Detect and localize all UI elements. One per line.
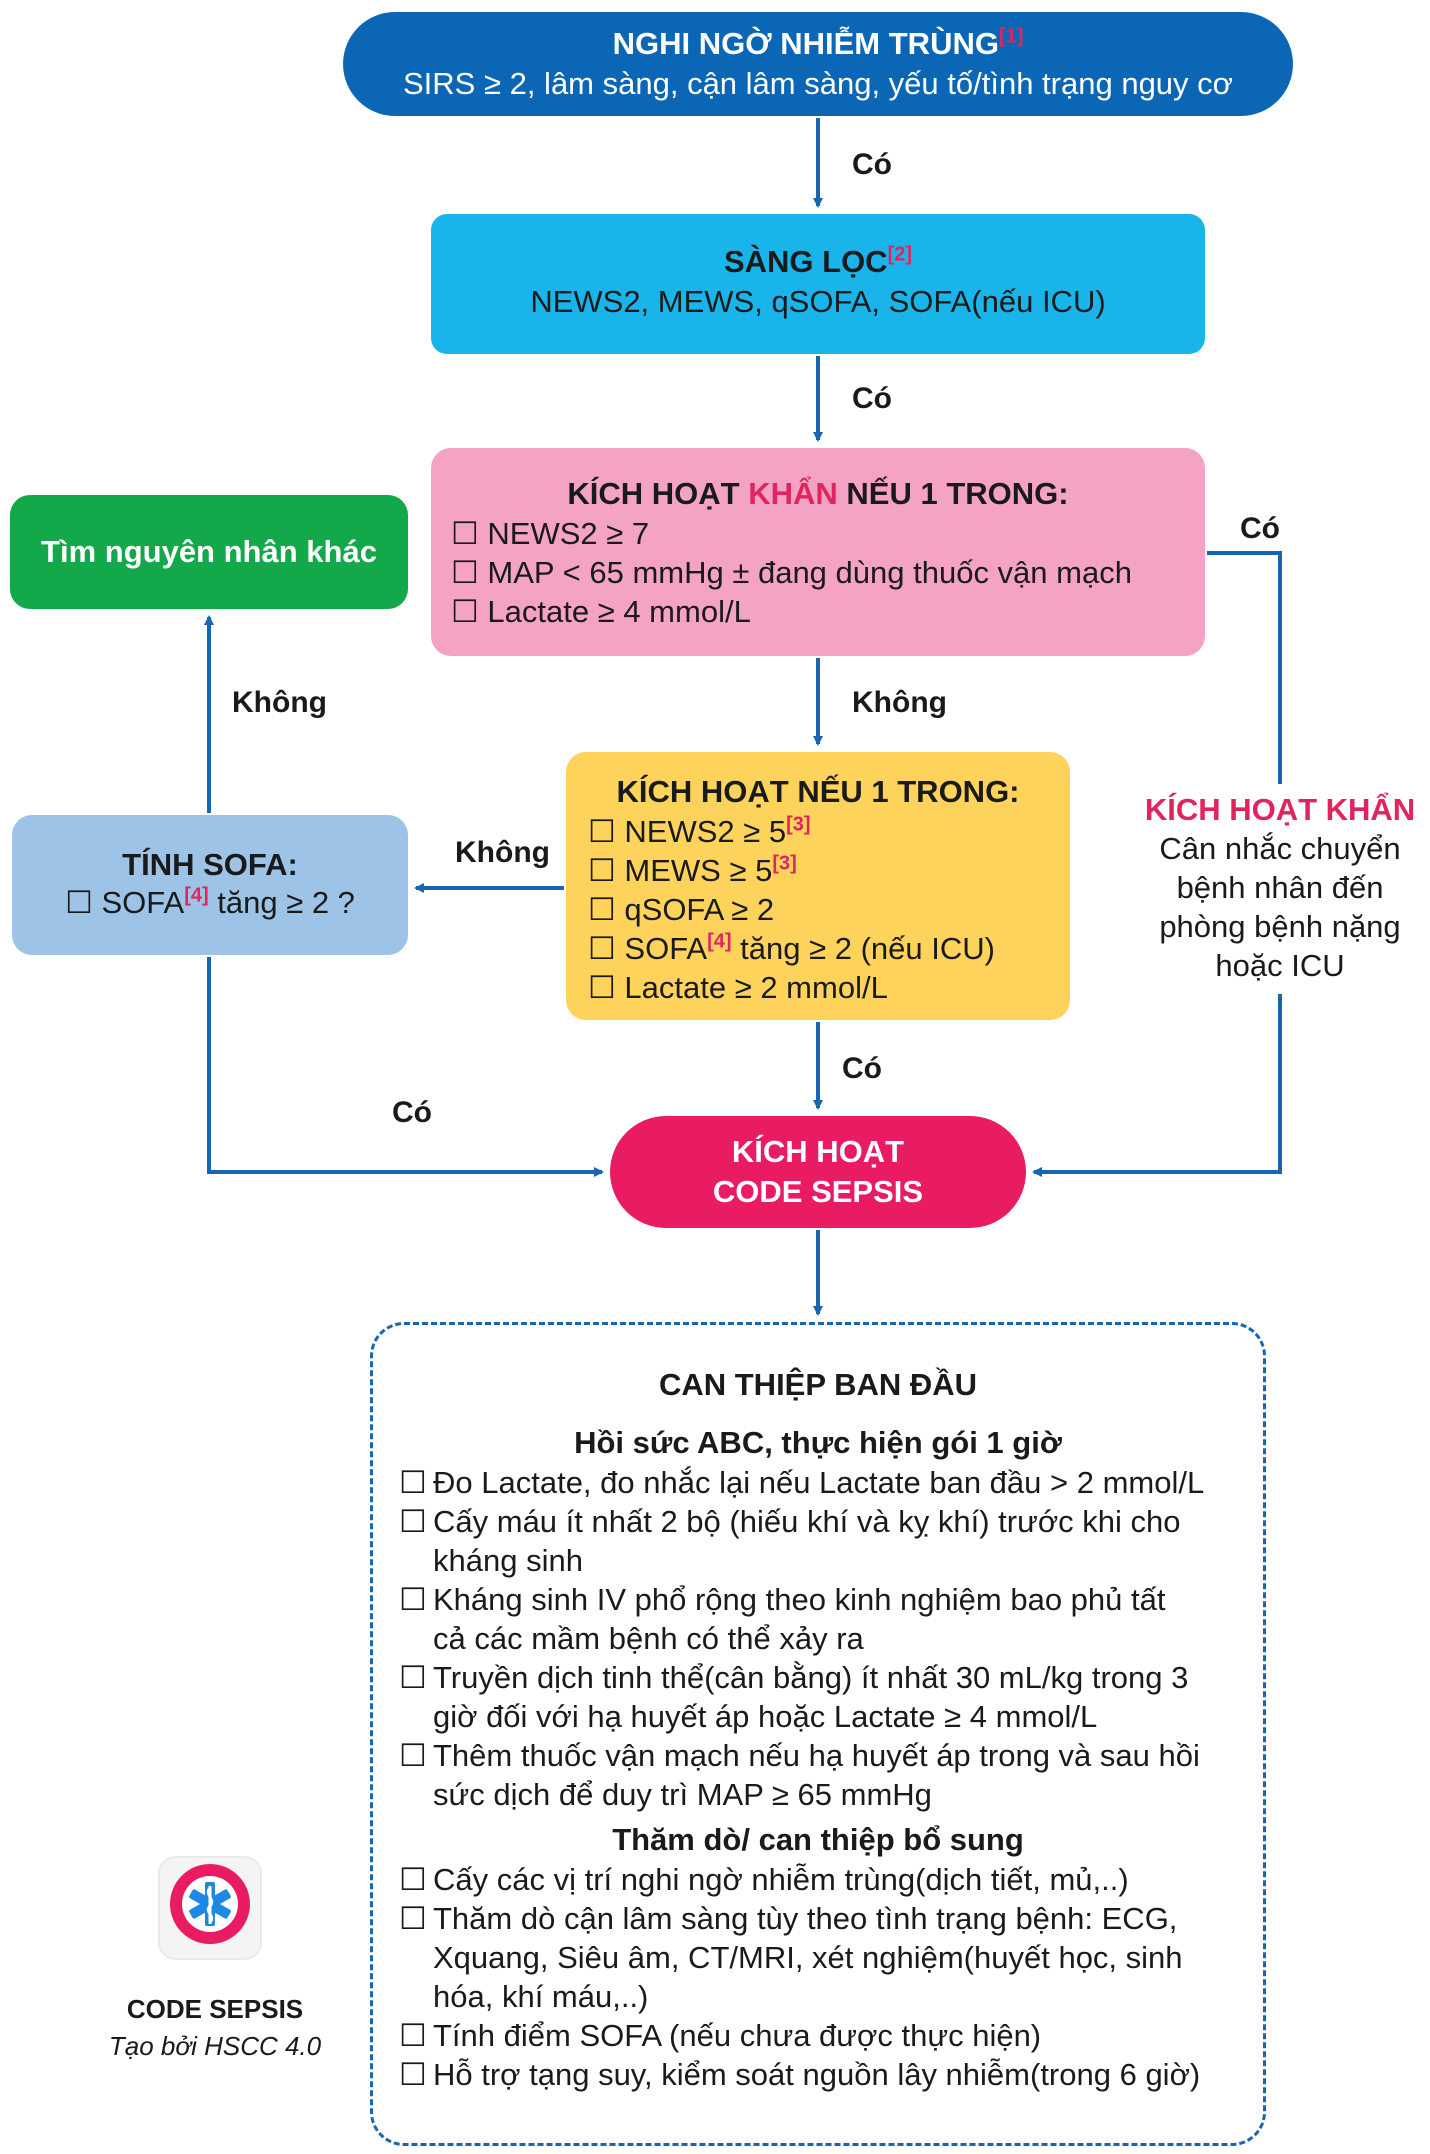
side-urgent-line: hoặc ICU bbox=[1215, 948, 1345, 983]
sofa-ref: [4] bbox=[184, 884, 209, 907]
intervention-item-line: Hỗ trợ tạng suy, kiểm soát nguồn lây nhi… bbox=[433, 2057, 1201, 2092]
sofa-title: TÍNH SOFA: bbox=[122, 847, 298, 882]
logo-caption: CODE SEPSIS Tạo bởi HSCC 4.0 bbox=[60, 1994, 370, 2062]
label-yes-1: Có bbox=[852, 148, 892, 181]
intervention-item: ☐Đo Lactate, đo nhắc lại nếu Lactate ban… bbox=[399, 1463, 1263, 1502]
activation-item: ☐ MEWS ≥ 5[3] bbox=[588, 852, 797, 888]
screening-box: SÀNG LỌC[2] NEWS2, MEWS, qSOFA, SOFA(nếu… bbox=[431, 214, 1205, 354]
label-yes-activate: Có bbox=[842, 1052, 882, 1085]
intervention-item: ☐Thêm thuốc vận mạch nếu hạ huyết áp tro… bbox=[399, 1736, 1263, 1814]
label-no-down: Không bbox=[852, 686, 947, 719]
intervention-item-line: Cấy các vị trí nghi ngờ nhiễm trùng(dịch… bbox=[433, 1862, 1129, 1897]
label-no-left: Không bbox=[455, 836, 550, 869]
activation-item: ☐ qSOFA ≥ 2 bbox=[588, 892, 775, 927]
intervention-item-line: Cấy máu ít nhất 2 bộ (hiếu khí và kỵ khí… bbox=[433, 1504, 1181, 1539]
intervention-item-line: Tính điểm SOFA (nếu chưa được thực hiện) bbox=[433, 2018, 1042, 2053]
suspect-ref: [1] bbox=[998, 25, 1024, 48]
intervention-item: ☐Cấy máu ít nhất 2 bộ (hiếu khí và kỵ kh… bbox=[399, 1502, 1263, 1580]
activation-item: ☐ Lactate ≥ 2 mmol/L bbox=[588, 970, 888, 1005]
suspect-infection-box: NGHI NGỜ NHIỄM TRÙNG[1] SIRS ≥ 2, lâm sà… bbox=[343, 12, 1293, 116]
checkbox-icon: ☐ bbox=[399, 2018, 427, 2053]
intervention-item: ☐Hỗ trợ tạng suy, kiểm soát nguồn lây nh… bbox=[399, 2055, 1263, 2094]
checkbox-icon: ☐ bbox=[399, 1738, 427, 1773]
screening-ref: [2] bbox=[887, 243, 913, 266]
intervention-item-line: Kháng sinh IV phổ rộng theo kinh nghiệm … bbox=[433, 1582, 1166, 1617]
checkbox-icon: ☐ bbox=[399, 1582, 427, 1617]
intervention-subtitle-2: Thăm dò/ can thiệp bổ sung bbox=[612, 1822, 1024, 1857]
suspect-subtitle: SIRS ≥ 2, lâm sàng, cận lâm sàng, yếu tố… bbox=[403, 66, 1233, 101]
screening-title: SÀNG LỌC[2] bbox=[723, 243, 913, 279]
initial-intervention-box: CAN THIỆP BAN ĐẦU Hồi sức ABC, thực hiện… bbox=[370, 1322, 1266, 2146]
intervention-item: ☐Kháng sinh IV phổ rộng theo kinh nghiệm… bbox=[399, 1580, 1263, 1658]
intervention-item-line: Thăm dò cận lâm sàng tùy theo tình trạng… bbox=[433, 1901, 1178, 1936]
checkbox-icon: ☐ bbox=[399, 1504, 427, 1539]
urgent-title: KÍCH HOẠT KHẨN NẾU 1 TRONG: bbox=[567, 476, 1069, 511]
label-yes-sofa: Có bbox=[392, 1096, 432, 1129]
line-urgent-to-side bbox=[1207, 551, 1282, 784]
side-urgent-note: KÍCH HOẠT KHẨN Cân nhắc chuyển bệnh nhân… bbox=[1130, 790, 1430, 985]
code-line2: CODE SEPSIS bbox=[712, 1174, 924, 1209]
intervention-item-line: Truyền dịch tinh thể(cân bằng) ít nhất 3… bbox=[433, 1660, 1189, 1695]
side-urgent-title: KÍCH HOẠT KHẨN bbox=[1144, 792, 1416, 827]
find-other-cause-box: Tìm nguyên nhân khác bbox=[10, 495, 408, 609]
urgent-item: ☐ MAP < 65 mmHg ± đang dùng thuốc vận mạ… bbox=[451, 555, 1132, 590]
intervention-item-line: sức dịch để duy trì MAP ≥ 65 mmHg bbox=[433, 1777, 932, 1812]
intervention-item: ☐Thăm dò cận lâm sàng tùy theo tình trạn… bbox=[399, 1899, 1263, 2016]
intervention-item-line: Đo Lactate, đo nhắc lại nếu Lactate ban … bbox=[433, 1465, 1205, 1500]
intervention-item-line: hóa, khí máu,..) bbox=[433, 1979, 649, 2014]
side-urgent-line: phòng bệnh nặng bbox=[1159, 909, 1401, 944]
side-urgent-line: Cân nhắc chuyển bbox=[1159, 831, 1401, 866]
screening-subtitle: NEWS2, MEWS, qSOFA, SOFA(nếu ICU) bbox=[530, 284, 1106, 319]
activation-item: ☐ NEWS2 ≥ 5[3] bbox=[588, 813, 811, 849]
urgent-item: ☐ NEWS2 ≥ 7 bbox=[451, 516, 650, 551]
checkbox-icon: ☐ bbox=[399, 1901, 427, 1936]
checkbox-icon: ☐ bbox=[399, 1465, 427, 1500]
label-yes-right: Có bbox=[1240, 512, 1280, 545]
activation-item: ☐ SOFA[4] tăng ≥ 2 (nếu ICU) bbox=[588, 930, 995, 966]
checkbox-icon: ☐ bbox=[399, 1660, 427, 1695]
code-line1: KÍCH HOẠT bbox=[731, 1134, 905, 1169]
intervention-item-line: giờ đối với hạ huyết áp hoặc Lactate ≥ 4… bbox=[433, 1699, 1098, 1734]
sofa-box: TÍNH SOFA: ☐ SOFA[4] tăng ≥ 2 ? bbox=[12, 815, 408, 955]
arrow-sofa-to-code bbox=[207, 957, 604, 1177]
checkbox-icon: ☐ bbox=[399, 2057, 427, 2092]
code-sepsis-box: KÍCH HOẠT CODE SEPSIS bbox=[610, 1116, 1026, 1228]
arrow-side-to-code bbox=[1032, 994, 1282, 1177]
intervention-item-line: cả các mầm bệnh có thể xảy ra bbox=[433, 1621, 864, 1656]
intervention-item-line: Xquang, Siêu âm, CT/MRI, xét nghiệm(huyế… bbox=[433, 1940, 1183, 1975]
label-no-up: Không bbox=[232, 686, 327, 719]
logo-caption-title: CODE SEPSIS bbox=[126, 1994, 304, 2024]
intervention-title: CAN THIỆP BAN ĐẦU bbox=[658, 1367, 978, 1402]
suspect-title: NGHI NGỜ NHIỄM TRÙNG[1] bbox=[612, 25, 1024, 61]
activation-title: KÍCH HOẠT NẾU 1 TRONG: bbox=[616, 774, 1020, 809]
intervention-item: ☐Tính điểm SOFA (nếu chưa được thực hiện… bbox=[399, 2016, 1263, 2055]
urgent-activation-box: KÍCH HOẠT KHẨN NẾU 1 TRONG: ☐ NEWS2 ≥ 7 … bbox=[431, 448, 1205, 656]
urgent-item: ☐ Lactate ≥ 4 mmol/L bbox=[451, 594, 751, 629]
sofa-item: ☐ SOFA[4] tăng ≥ 2 ? bbox=[65, 884, 355, 920]
intervention-subtitle-1: Hồi sức ABC, thực hiện gói 1 giờ bbox=[574, 1425, 1062, 1460]
emergency-icu-logo-icon bbox=[170, 1864, 250, 1944]
intervention-item-line: Thêm thuốc vận mạch nếu hạ huyết áp tron… bbox=[433, 1738, 1200, 1773]
checkbox-icon: ☐ bbox=[399, 1862, 427, 1897]
logo-caption-sub: Tạo bởi HSCC 4.0 bbox=[108, 2031, 322, 2061]
intervention-item: ☐Cấy các vị trí nghi ngờ nhiễm trùng(dịc… bbox=[399, 1860, 1263, 1899]
hscc-logo bbox=[158, 1856, 262, 1960]
label-yes-2: Có bbox=[852, 382, 892, 415]
activation-criteria-box: KÍCH HOẠT NẾU 1 TRONG: ☐ NEWS2 ≥ 5[3] ☐ … bbox=[566, 752, 1070, 1020]
intervention-item: ☐Truyền dịch tinh thể(cân bằng) ít nhất … bbox=[399, 1658, 1263, 1736]
side-urgent-line: bệnh nhân đến bbox=[1176, 870, 1384, 905]
intervention-item-line: kháng sinh bbox=[433, 1543, 583, 1578]
